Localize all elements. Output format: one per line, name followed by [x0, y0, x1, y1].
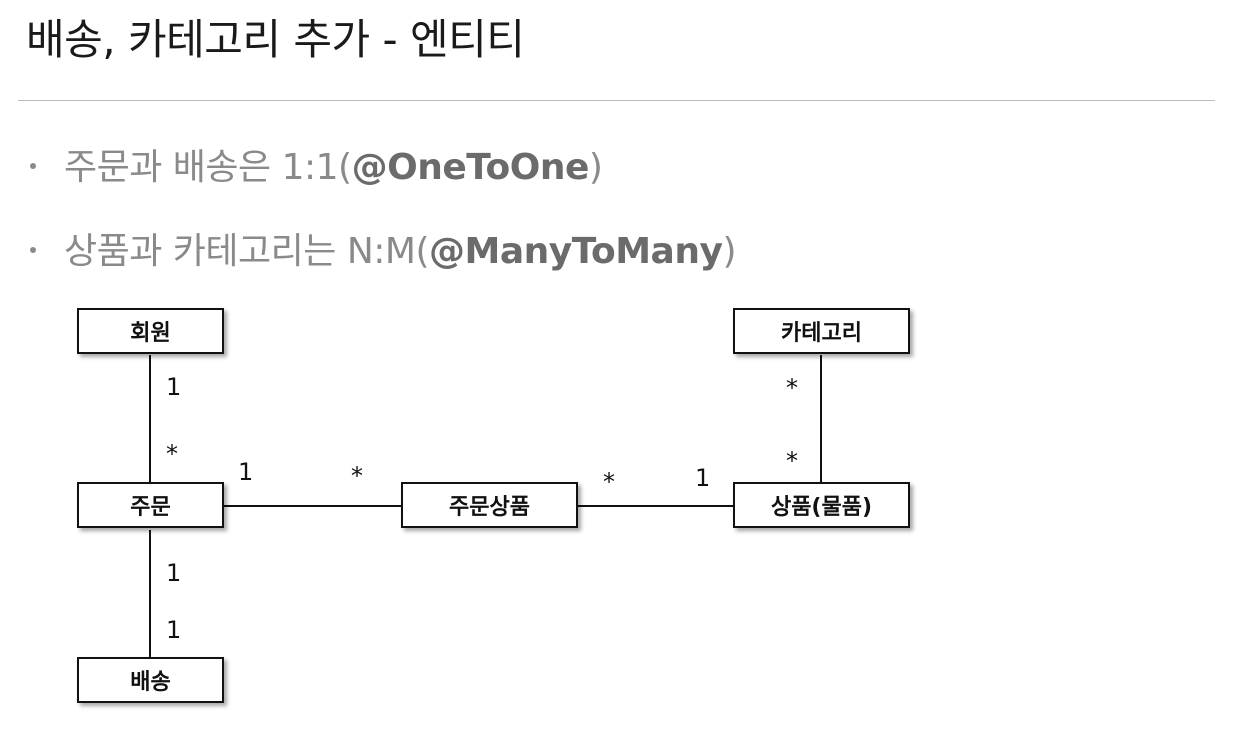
entity-delivery: 배송	[77, 657, 224, 703]
mult-member-side: 1	[166, 373, 182, 401]
bullet-annotation: @ManyToMany	[429, 231, 723, 272]
mult-order-side-delivery: 1	[166, 559, 182, 587]
bullet-suffix: )	[588, 147, 603, 188]
entity-order: 주문	[77, 482, 224, 528]
bullet-text: 주문과 배송은 1:1(	[64, 147, 352, 188]
mult-order-side-orderitem: 1	[238, 458, 254, 486]
title-divider	[18, 100, 1215, 101]
bullet-dot-icon	[30, 247, 36, 253]
mult-orderitem-side-item: *	[603, 468, 615, 496]
mult-order-side-member: *	[166, 440, 178, 468]
bullet-onetoone: 주문과 배송은 1:1(@OneToOne)	[30, 138, 603, 190]
entity-order-item: 주문상품	[401, 482, 578, 528]
bullet-annotation: @OneToOne	[351, 147, 590, 188]
mult-delivery-side: 1	[166, 616, 182, 644]
bullet-dot-icon	[30, 163, 36, 169]
entity-category: 카테고리	[733, 308, 910, 354]
mult-item-side-category: *	[786, 447, 798, 475]
entity-item: 상품(물품)	[733, 482, 910, 528]
bullet-manytomany: 상품과 카테고리는 N:M(@ManyToMany)	[30, 222, 736, 274]
slide-title: 배송, 카테고리 추가 - 엔티티	[26, 15, 525, 64]
mult-item-side-orderitem: 1	[695, 464, 711, 492]
mult-orderitem-side-order: *	[351, 462, 363, 490]
mult-category-side: *	[786, 374, 798, 402]
bullet-text: 상품과 카테고리는 N:M(	[64, 231, 430, 272]
entity-member: 회원	[77, 308, 224, 354]
bullet-suffix: )	[722, 231, 736, 272]
